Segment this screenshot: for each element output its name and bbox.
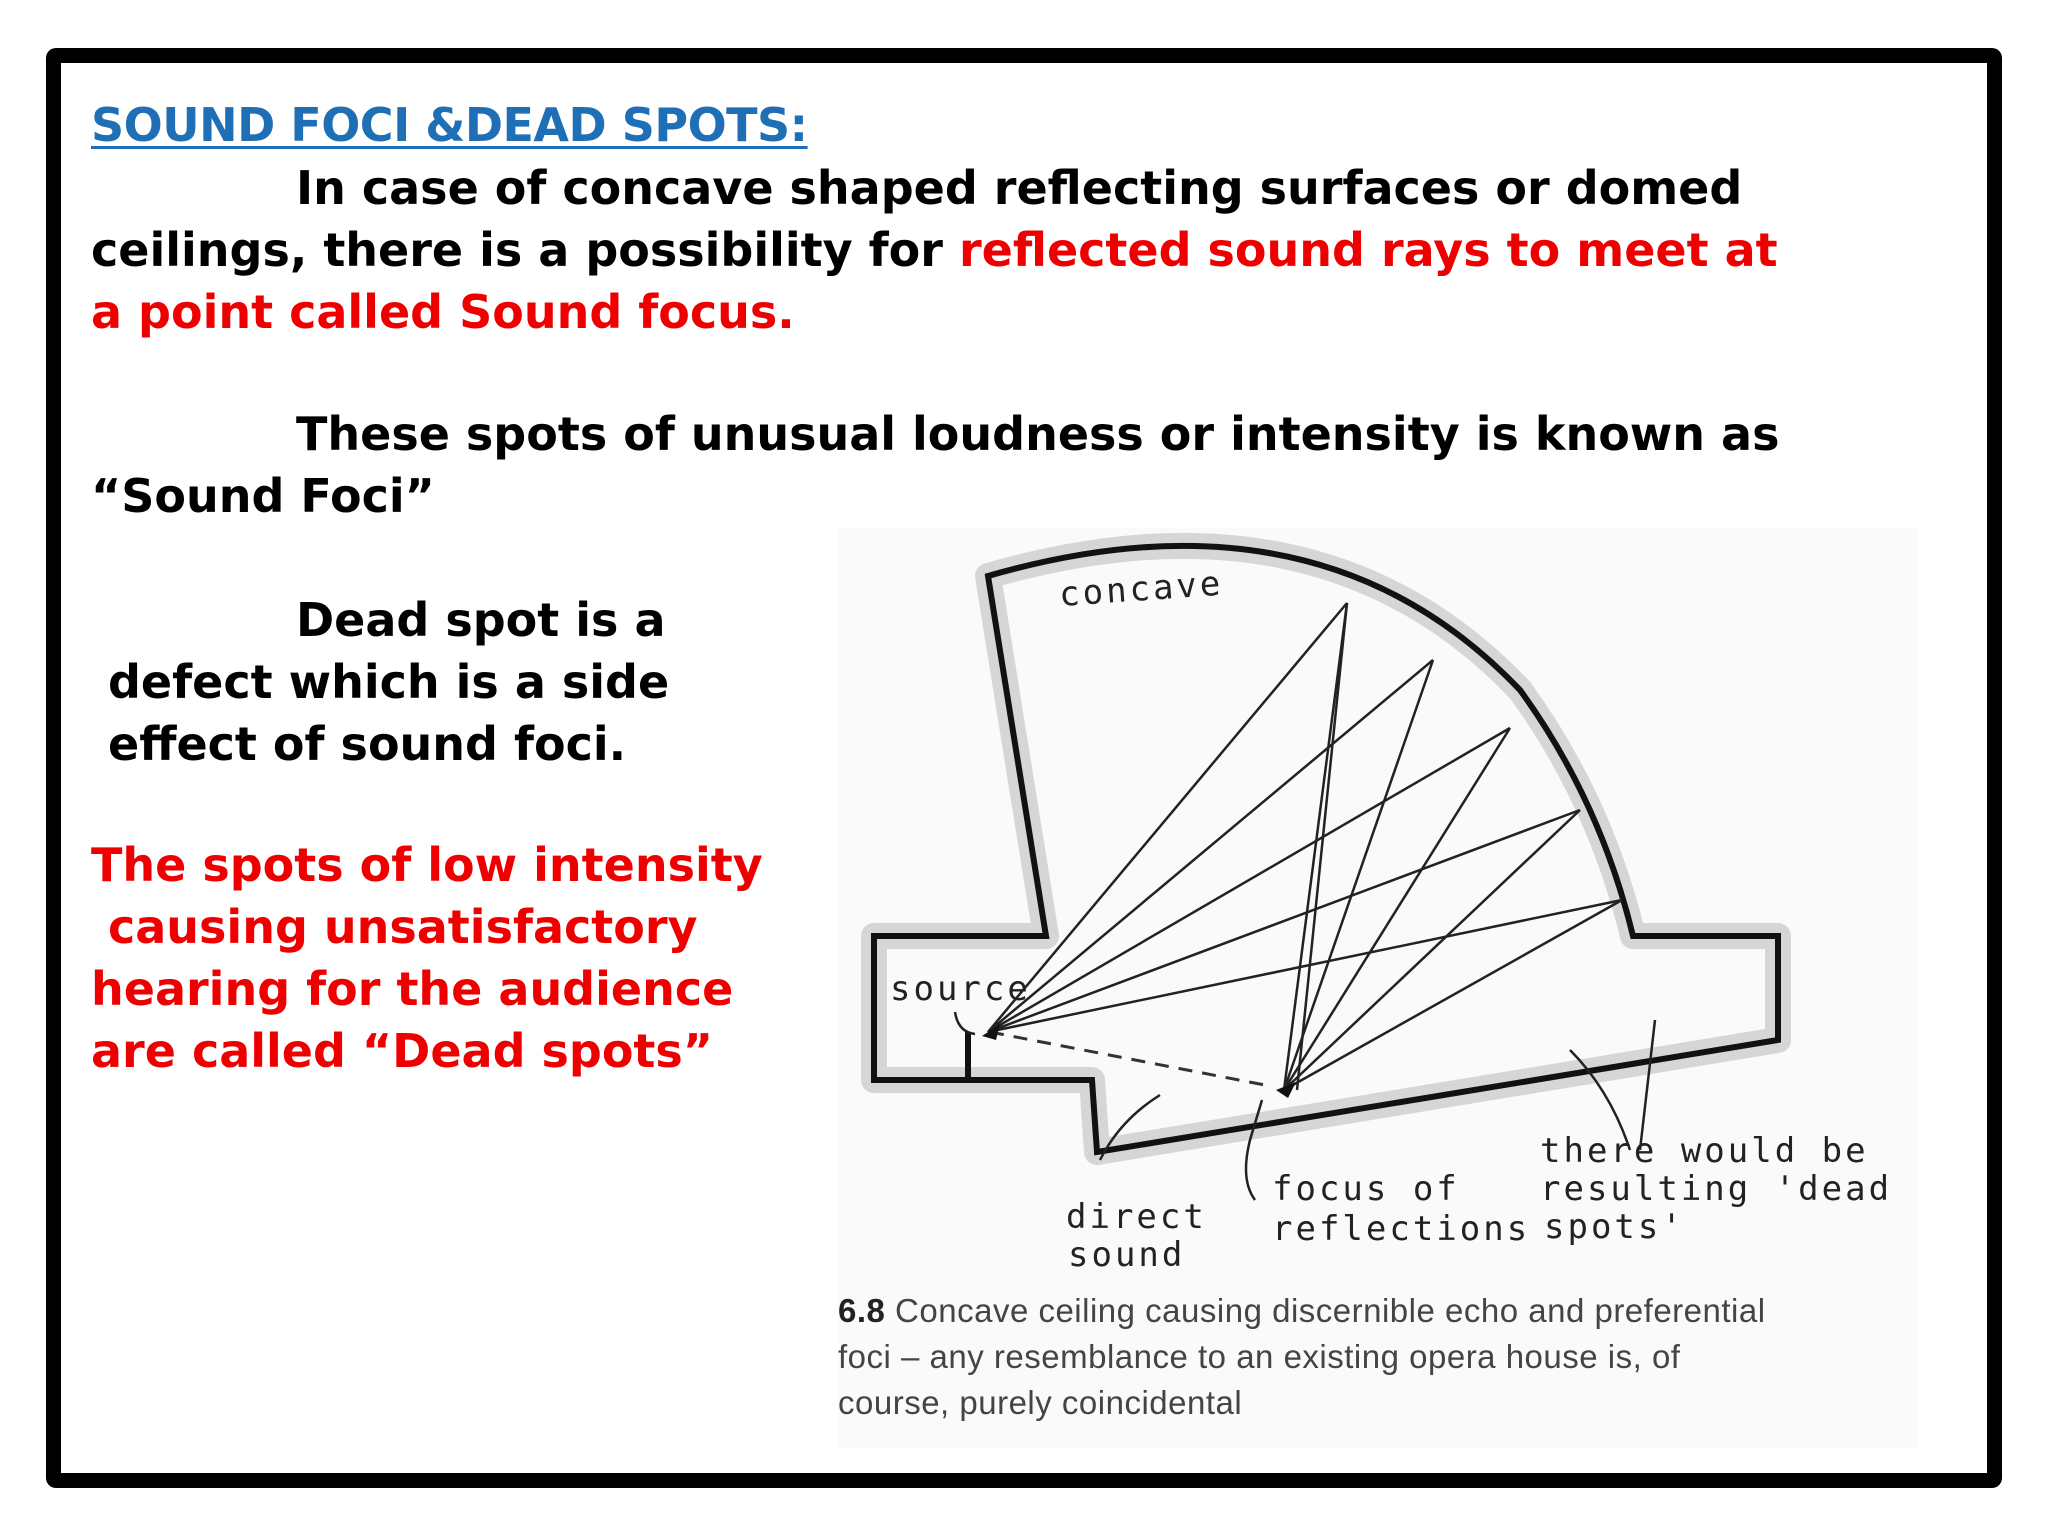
para3-line1: Dead spot is a: [296, 593, 666, 647]
caption-line3: course, purely coincidental: [838, 1384, 1243, 1421]
source-label: source: [890, 969, 1031, 1009]
dead-spots-label-1: there would be: [1540, 1131, 1869, 1171]
para3-line2: defect which is a side: [108, 655, 670, 709]
direct-sound-label-1: direct: [1066, 1197, 1207, 1237]
direct-sound-label-2: sound: [1068, 1235, 1185, 1275]
para1-line2-black: ceilings, there is a possibility for: [91, 223, 959, 277]
caption-number: 6.8: [838, 1292, 886, 1329]
slide-title: SOUND FOCI &DEAD SPOTS:: [91, 98, 808, 152]
label-arrows: [953, 1011, 1657, 1201]
focus-marker: [1276, 1082, 1296, 1098]
para4-line2: causing unsatisfactory: [108, 900, 698, 954]
focus-label-1: focus of: [1272, 1169, 1460, 1209]
caption-line1-text: Concave ceiling causing discernible echo…: [895, 1292, 1766, 1329]
caption-line1: 6.8 Concave ceiling causing discernible …: [838, 1288, 1918, 1334]
para1-line1: In case of concave shaped reflecting sur…: [296, 161, 1743, 215]
concave-label: concave: [1058, 564, 1225, 615]
para4-line3: hearing for the audience: [91, 962, 734, 1016]
concave-ceiling-figure: concave source direct sound focus of ref…: [838, 528, 1918, 1448]
para3-line3: effect of sound foci.: [108, 717, 627, 771]
para4-line1: The spots of low intensity: [91, 838, 763, 892]
dead-spots-label-3: spots': [1544, 1207, 1685, 1247]
para2-line1: These spots of unusual loudness or inten…: [296, 407, 1780, 461]
para1-line3: a point called Sound focus.: [91, 285, 795, 339]
para4-line4: are called “Dead spots”: [91, 1024, 714, 1078]
figure-caption: 6.8 Concave ceiling causing discernible …: [838, 1288, 1918, 1426]
sound-rays: [987, 602, 1623, 1092]
para2-line2: “Sound Foci”: [91, 469, 435, 523]
source-marker: [982, 1024, 1000, 1040]
para1-line2: ceilings, there is a possibility for ref…: [91, 220, 1778, 281]
dead-spots-label-2: resulting 'dead: [1540, 1169, 1892, 1209]
focus-label-2: reflections: [1272, 1209, 1530, 1249]
caption-line2: foci – any resemblance to an existing op…: [838, 1338, 1681, 1375]
room-outline: [871, 542, 1781, 1156]
para1-line2-red: reflected sound rays to meet at: [958, 223, 1778, 277]
room-section-diagram: concave source direct sound focus of ref…: [861, 532, 1892, 1275]
